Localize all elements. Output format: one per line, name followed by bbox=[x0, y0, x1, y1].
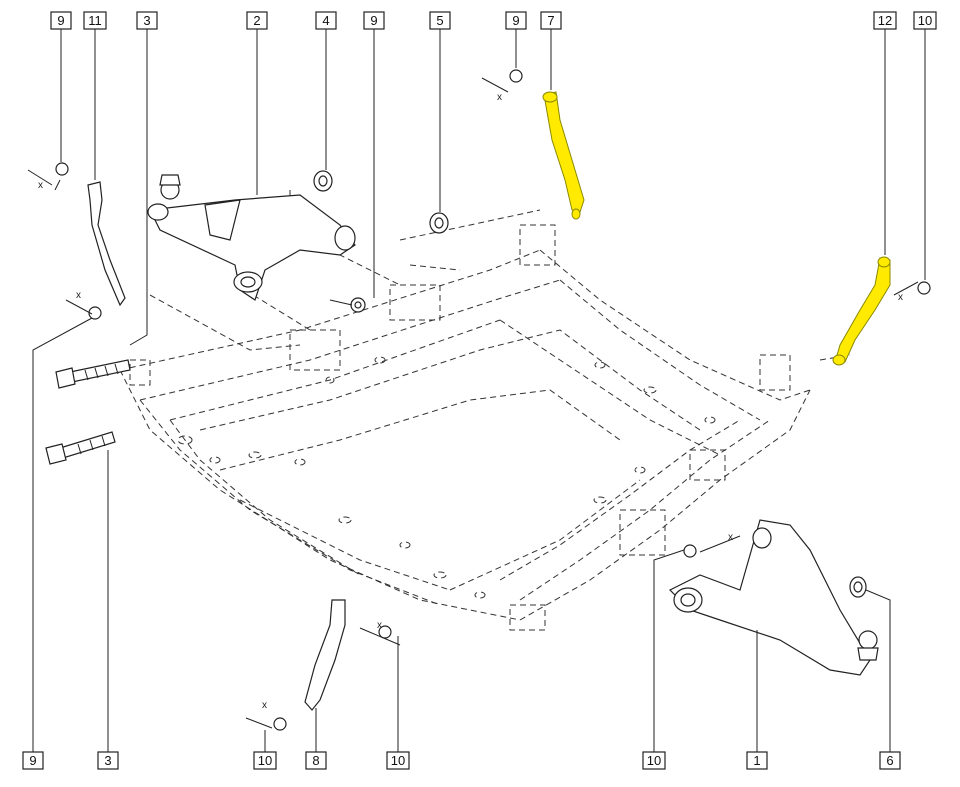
callout-label: 8 bbox=[312, 753, 319, 768]
callout-label: 11 bbox=[88, 13, 102, 28]
callout-label: 9 bbox=[370, 13, 377, 28]
callout-label: 4 bbox=[322, 13, 329, 28]
bushing-5 bbox=[429, 212, 449, 234]
callout-label: 3 bbox=[104, 753, 111, 768]
callout-2: 2 bbox=[246, 11, 268, 30]
callout-label: 5 bbox=[436, 13, 443, 28]
callout-label: 10 bbox=[391, 753, 405, 768]
highlighted-link-rod-12 bbox=[832, 256, 931, 366]
callout-label: 10 bbox=[918, 13, 932, 28]
nut-9-middle bbox=[350, 297, 366, 313]
callout-4: 4 bbox=[315, 11, 337, 30]
leader-lines bbox=[32, 29, 926, 752]
torque-mark: x bbox=[497, 92, 502, 103]
front-subframe bbox=[119, 224, 811, 631]
callout-10-top-right: 10 bbox=[913, 11, 937, 30]
callout-label: 9 bbox=[57, 13, 64, 28]
callout-5: 5 bbox=[429, 11, 451, 30]
callout-label: 12 bbox=[878, 13, 892, 28]
bolt-long-upper bbox=[55, 359, 131, 389]
nut-10-center bbox=[683, 544, 697, 558]
callout-label: 1 bbox=[753, 753, 760, 768]
torque-mark: x bbox=[262, 700, 267, 711]
callout-9-top-right: 9 bbox=[505, 11, 527, 30]
callout-10-bottom-right: 10 bbox=[642, 751, 666, 770]
callout-3-top: 3 bbox=[136, 11, 158, 30]
link-rod-11 bbox=[55, 162, 126, 320]
callout-9-top-left: 9 bbox=[50, 11, 72, 30]
torque-mark: x bbox=[38, 180, 43, 191]
torque-mark: x bbox=[377, 620, 382, 631]
callout-8: 8 bbox=[305, 751, 327, 770]
link-rod-8 bbox=[273, 599, 392, 731]
left-lower-control-arm bbox=[147, 174, 356, 301]
callout-label: 2 bbox=[253, 13, 260, 28]
callout-label: 10 bbox=[258, 753, 272, 768]
right-lower-control-arm bbox=[668, 519, 879, 676]
callout-label: 10 bbox=[647, 753, 661, 768]
torque-mark: x bbox=[76, 290, 81, 301]
highlighted-link-rod-7 bbox=[509, 69, 585, 220]
callout-9-bottom-left: 9 bbox=[22, 751, 44, 770]
callout-label: 6 bbox=[886, 753, 893, 768]
callout-6: 6 bbox=[879, 751, 901, 770]
callout-label: 9 bbox=[29, 753, 36, 768]
callout-11: 11 bbox=[83, 11, 107, 30]
callout-10-bottom-middle: 10 bbox=[386, 751, 410, 770]
callout-10-bottom-left: 10 bbox=[253, 751, 277, 770]
callout-label: 3 bbox=[143, 13, 150, 28]
callout-label: 9 bbox=[512, 13, 519, 28]
callout-9-middle: 9 bbox=[363, 11, 385, 30]
callout-1: 1 bbox=[746, 751, 768, 770]
torque-mark: x bbox=[728, 532, 733, 543]
callout-label: 7 bbox=[547, 13, 554, 28]
callout-12: 12 bbox=[873, 11, 897, 30]
torque-mark: x bbox=[898, 292, 903, 303]
bushing-4 bbox=[313, 170, 333, 192]
bushing-6 bbox=[849, 576, 867, 598]
bolt-long-lower bbox=[45, 431, 116, 465]
torque-indicators: x x x x x x x bbox=[27, 77, 919, 729]
callout-7: 7 bbox=[540, 11, 562, 30]
callout-3-bottom: 3 bbox=[97, 751, 119, 770]
